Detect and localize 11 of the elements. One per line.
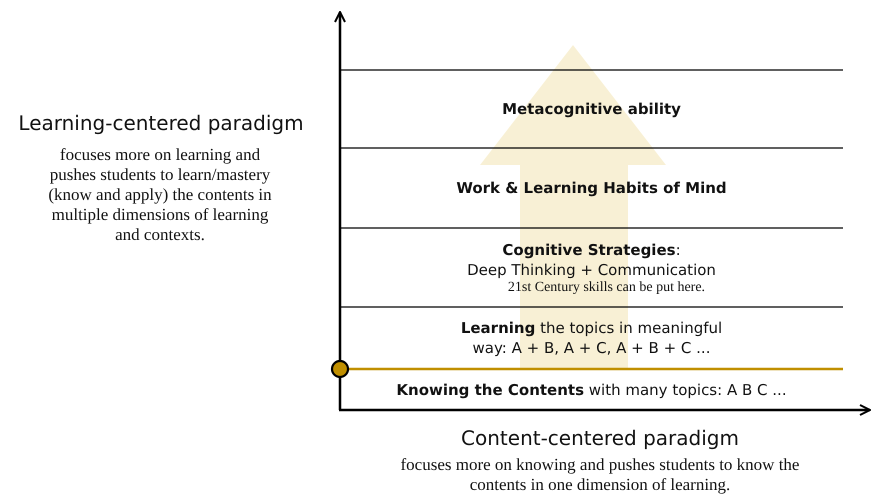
layer-text: Cognitive Strategies: <box>502 240 681 260</box>
axis-title: Content-centered paradigm <box>460 425 740 452</box>
layer-text: Metacognitive ability <box>502 99 681 119</box>
description-text: focuses more on learning and pushes students to learn/mastery (know and apply) the contents in multiple dimensions of learning and contexts. <box>47 145 273 245</box>
layer-text: Work & Learning Habits of Mind <box>456 178 727 198</box>
axis-title: Learning-centered paradigm <box>17 110 305 136</box>
layer-text: Deep Thinking + Communication <box>467 260 716 280</box>
layer-text: Learning the topics in meaningful way: A + B, A + C, A + B + C ... <box>460 318 724 358</box>
layer-text: 21st Century skills can be put here. <box>506 280 706 296</box>
description-text: focuses more on knowing and pushes students to know the contents in one dimension of learning. <box>400 455 800 495</box>
layer-text: Knowing the Contents with many topics: A B C ... <box>396 380 787 400</box>
